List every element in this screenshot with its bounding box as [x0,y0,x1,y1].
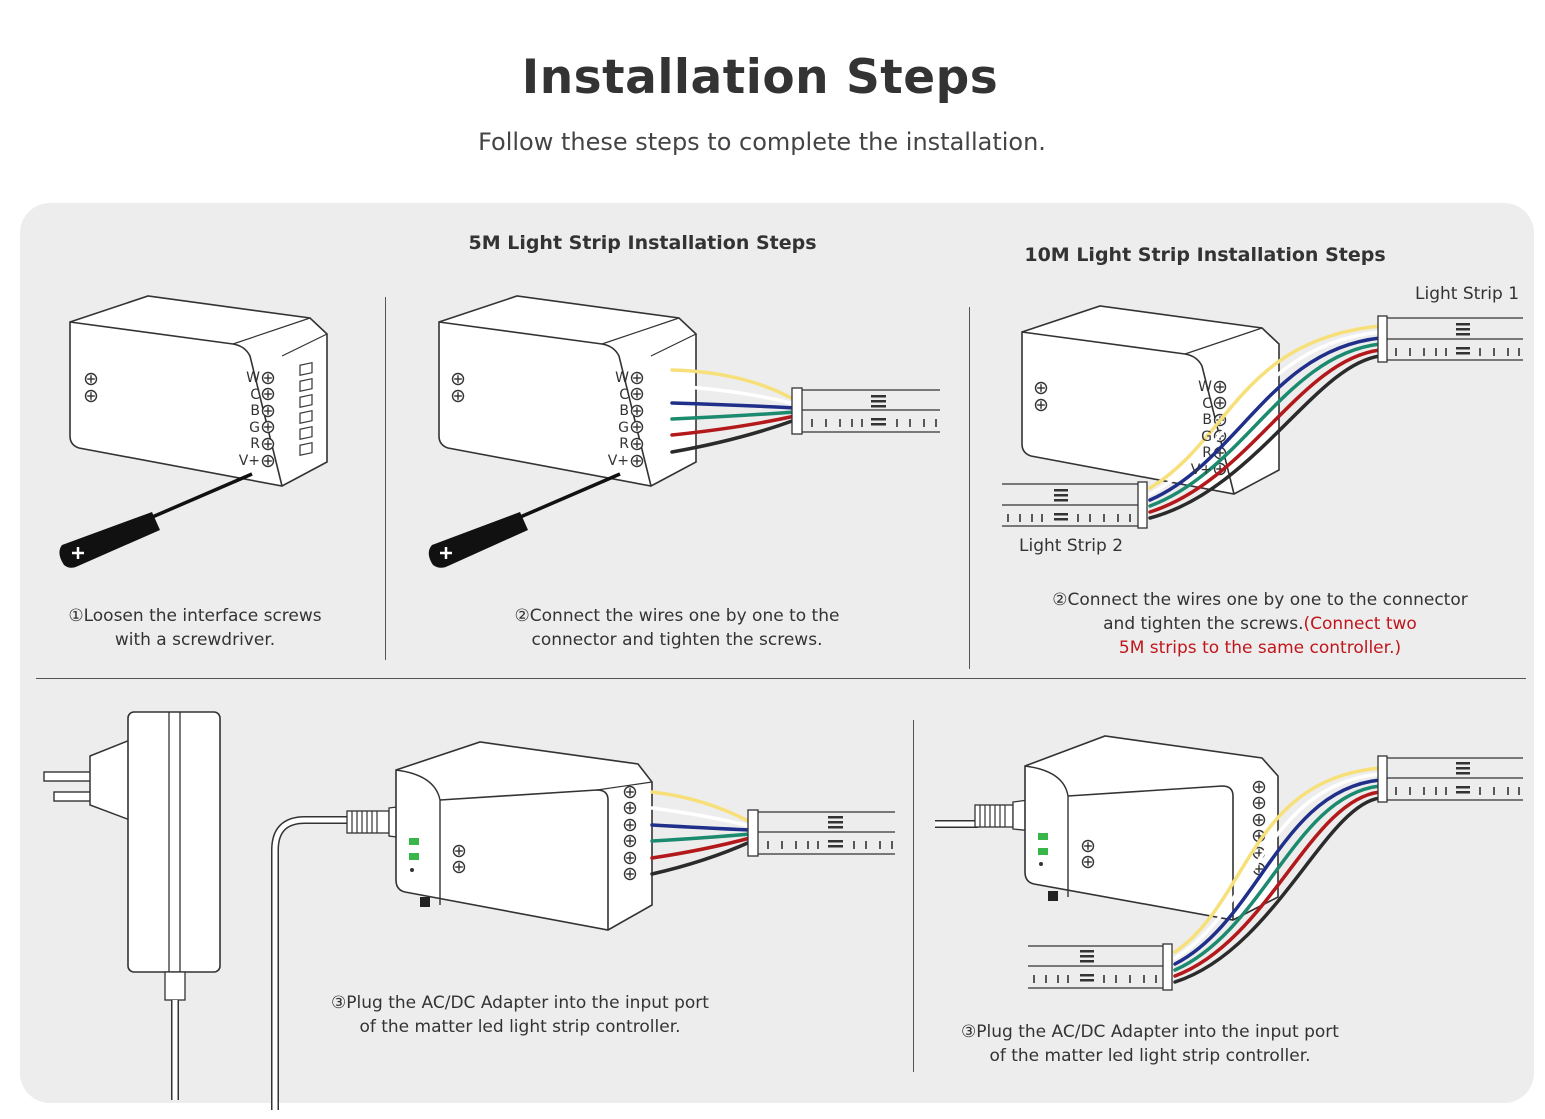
terminal-labels-step1: W C B G R V+ [236,370,260,469]
wires [1148,324,1382,520]
controller-box-icon [69,295,328,487]
light-strip-2-label: Light Strip 2 [1019,536,1124,556]
step2-10m-caption: ②Connect the wires one by one to the con… [1010,588,1510,660]
caption-line: ③Plug the AC/DC Adapter into the input p… [331,993,709,1013]
caption-line: ②Connect the wires one by one to the [514,606,840,626]
divider-5m-10m [969,307,970,669]
caption-line: of the matter led light strip controller… [989,1046,1311,1066]
screwdriver-icon [428,472,621,568]
caption-line: connector and tighten the screws. [531,630,823,650]
step2-5m-caption: ②Connect the wires one by one to the con… [492,604,862,652]
wires [1173,766,1382,984]
ten-m-section-title: 10M Light Strip Installation Steps [1024,244,1386,266]
controller-box-icon [438,295,697,487]
terminal-label: C [1202,395,1212,412]
led-strip-icon [791,387,940,435]
led-strip-icon [1377,315,1523,363]
page-title: Installation Steps [521,50,999,105]
terminal-label: W [1198,379,1212,395]
led-strip-icon [1002,481,1148,529]
terminal-labels-step2: W C B G R V+ [605,370,629,469]
caption-line: and tighten the screws. [1103,614,1304,634]
caption-line: with a screwdriver. [114,630,276,650]
terminal-label: B [250,403,260,419]
note-red-text: (Connect two [1303,614,1417,634]
terminal-label: W [246,370,260,386]
controller-box-icon [1024,735,1279,921]
terminal-label: W [615,370,629,386]
step3-5m-caption: ③Plug the AC/DC Adapter into the input p… [310,991,730,1039]
divider-step3 [913,720,914,1072]
controller-box-icon [1021,305,1280,495]
screwdriver-icon [59,472,253,568]
wires [650,790,752,876]
terminal-label: C [250,386,260,403]
terminal-label: G [618,419,629,436]
caption-line: of the matter led light strip controller… [359,1017,681,1037]
terminal-labels-10m: W C B G R V+ [1188,379,1212,478]
terminal-label: V+ [607,452,629,469]
controller-box-icon [395,741,653,931]
terminal-label: C [619,386,629,403]
terminal-label: R [1202,445,1212,461]
step3-10m-caption: ③Plug the AC/DC Adapter into the input p… [940,1020,1360,1068]
terminal-label: V+ [1190,461,1212,478]
terminal-label: V+ [238,452,260,469]
caption-line: ①Loosen the interface screws [68,606,322,626]
five-m-section-title: 5M Light Strip Installation Steps [468,232,817,254]
terminal-label: G [249,419,260,436]
power-adapter-icon [43,711,221,1100]
wires [670,368,797,454]
terminal-label: B [1202,412,1212,428]
step1-caption: ①Loosen the interface screws with a scre… [40,604,350,652]
terminal-label: R [250,436,260,452]
terminal-label: B [619,403,629,419]
led-strip-icon [1028,943,1173,991]
caption-line: ②Connect the wires one by one to the con… [1052,590,1468,610]
led-strip-icon [1377,755,1523,803]
light-strip-1-label: Light Strip 1 [1415,284,1520,304]
caption-line: ③Plug the AC/DC Adapter into the input p… [961,1022,1339,1042]
terminal-label: G [1201,428,1212,445]
note-red-text: 5M strips to the same controller.) [1118,638,1402,658]
divider-horizontal [36,678,1526,679]
page-subtitle: Follow these steps to complete the insta… [478,128,1046,156]
led-strip-icon [747,809,895,857]
terminal-label: R [619,436,629,452]
divider-step1-step2 [385,297,386,660]
